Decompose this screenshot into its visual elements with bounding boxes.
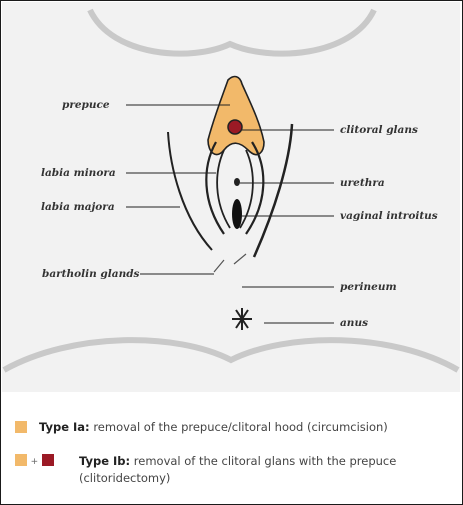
label-anus: anus <box>340 317 368 329</box>
prepuce-color-swatch <box>15 421 27 433</box>
label-urethra: urethra <box>340 177 385 189</box>
legend-type-ia-title: Type Ia: <box>39 420 90 434</box>
urethra-shape <box>234 178 240 186</box>
plus-sign: + <box>31 457 39 467</box>
legend-type-ib-text2: (clitoridectomy) <box>79 471 170 485</box>
legend-type-ib-body: Type Ib: removal of the clitoral glans w… <box>79 453 396 487</box>
legend-type-ib-text: removal of the clitoral glans with the p… <box>134 454 397 468</box>
label-prepuce: prepuce <box>62 99 110 111</box>
legend-type-ia-text: removal of the prepuce/clitoral hood (ci… <box>93 420 387 434</box>
label-perineum: perineum <box>340 281 397 293</box>
diagram-area: prepuce labia minora labia majora bartho… <box>2 2 460 392</box>
legend-type-ib-swatches: + <box>15 454 79 470</box>
clitoral-glans-shape <box>228 120 242 134</box>
label-vaginal-introitus: vaginal introitus <box>340 210 438 222</box>
legend-type-ib-title: Type Ib: <box>79 454 130 468</box>
labia-majora-left <box>168 132 212 250</box>
lower-body-outline <box>4 340 458 370</box>
glans-color-swatch <box>42 454 54 466</box>
prepuce-color-swatch <box>15 454 27 466</box>
legend-type-ib: + Type Ib: removal of the clitoral glans… <box>15 453 396 487</box>
bartholin-gland-marks <box>214 254 246 272</box>
legend-type-ia: Type Ia: removal of the prepuce/clitoral… <box>15 419 388 436</box>
label-clitoral-glans: clitoral glans <box>340 124 418 136</box>
anatomy-diagram: prepuce labia minora labia majora bartho… <box>2 2 460 392</box>
vaginal-introitus-shape <box>232 199 242 229</box>
upper-body-outline <box>90 10 374 54</box>
labia-minora-left-inner <box>217 150 230 228</box>
label-bartholin-glands: bartholin glands <box>42 268 140 280</box>
label-labia-minora: labia minora <box>41 167 116 179</box>
label-labia-majora: labia majora <box>41 201 115 213</box>
anus-shape <box>232 308 252 330</box>
